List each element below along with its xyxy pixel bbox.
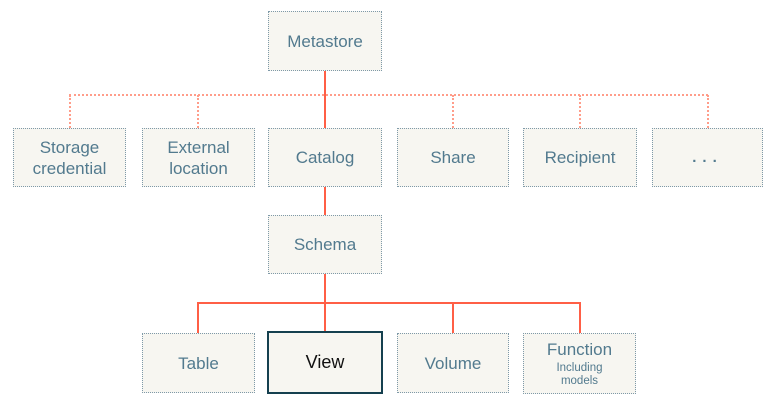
node-volume: Volume: [397, 333, 509, 393]
node-external-location-label: External location: [167, 137, 230, 178]
node-schema: Schema: [268, 215, 382, 274]
node-metastore: Metastore: [268, 11, 382, 71]
node-metastore-label: Metastore: [287, 31, 363, 51]
node-ellipsis-label: ...: [692, 149, 723, 166]
node-share: Share: [397, 128, 509, 187]
node-function-label: Function: [546, 340, 613, 359]
connector-drop-ellipsis: [707, 95, 709, 128]
node-catalog-label: Catalog: [295, 148, 355, 167]
connector-drop-function: [579, 302, 581, 333]
node-storage-credential-label: Storage credential: [32, 137, 107, 178]
node-table-label: Table: [178, 353, 219, 373]
node-share-label: Share: [430, 148, 476, 167]
connector-drop-storage-credential: [69, 95, 71, 128]
connector-row4-horizontal: [197, 302, 581, 304]
node-view-label: View: [305, 352, 345, 372]
connector-catalog-schema: [324, 187, 326, 215]
node-storage-credential: Storage credential: [13, 128, 126, 187]
node-schema-label: Schema: [293, 235, 357, 254]
node-volume-label: Volume: [424, 353, 482, 373]
connector-drop-share: [452, 95, 454, 128]
connector-drop-table: [197, 302, 199, 333]
node-function-note: Including models: [556, 362, 603, 387]
node-recipient-label: Recipient: [544, 148, 616, 167]
connector-metastore-catalog: [324, 71, 326, 128]
node-view-highlighted: View: [267, 331, 383, 394]
connector-drop-volume: [452, 302, 454, 333]
connector-row2-horizontal: [69, 94, 708, 96]
node-catalog: Catalog: [268, 128, 382, 187]
node-external-location: External location: [142, 128, 255, 187]
node-table: Table: [142, 333, 255, 393]
connector-drop-external-location: [197, 95, 199, 128]
node-recipient: Recipient: [523, 128, 637, 187]
connector-drop-recipient: [579, 95, 581, 128]
node-ellipsis: ...: [652, 128, 763, 187]
node-function: Function Including models: [523, 333, 636, 394]
